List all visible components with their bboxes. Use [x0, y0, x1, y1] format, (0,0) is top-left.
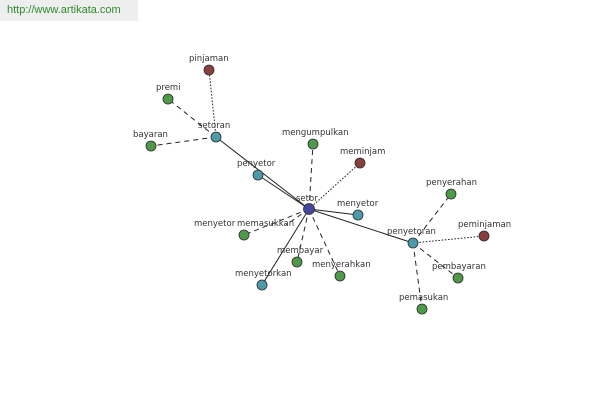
edge-setor-membayar	[296, 208, 310, 263]
node-pemasukan[interactable]: pemasukan	[399, 293, 448, 315]
node-label-memasukkan: memasukkan	[237, 219, 294, 229]
node-label-meminjam: meminjam	[340, 147, 385, 157]
node-pembayaran[interactable]: pembayaran	[432, 262, 486, 284]
node-marker-premi[interactable]	[162, 93, 174, 105]
edge-penyetoran-penyerahan	[412, 193, 452, 244]
edge-setoran-premi	[167, 98, 217, 138]
node-membayar[interactable]: membayar	[277, 246, 324, 268]
node-setor[interactable]: setor	[296, 194, 318, 215]
edge-setor-mengumpulkan	[308, 143, 314, 210]
node-marker-pemasukan[interactable]	[416, 303, 428, 315]
node-menyetor-hub[interactable]: menyetor	[337, 199, 379, 221]
node-marker-pinjaman[interactable]	[203, 64, 215, 76]
node-label-membayar: membayar	[277, 246, 324, 256]
edge-setor-menyetorkan	[261, 208, 310, 286]
node-label-setor: setor	[296, 194, 318, 204]
node-label-penyetor: penyetor	[237, 159, 276, 169]
node-marker-menyerahkan[interactable]	[334, 270, 346, 282]
node-marker-peminjaman[interactable]	[478, 230, 490, 242]
node-marker-setor[interactable]	[303, 203, 315, 215]
edge-penyetoran-pemasukan	[412, 242, 423, 310]
node-memasukkan[interactable]: memasukkan	[237, 219, 294, 229]
node-menyetor-leaf[interactable]: menyetor	[194, 219, 250, 241]
node-marker-meminjam[interactable]	[354, 157, 366, 169]
edge-setor-menyerahkan	[308, 208, 341, 277]
node-marker-setoran[interactable]	[210, 131, 222, 143]
node-marker-penyerahan[interactable]	[445, 188, 457, 200]
node-marker-membayar[interactable]	[291, 256, 303, 268]
edge-setor-menyetor-leaf	[243, 208, 310, 236]
node-setoran[interactable]: setoran	[198, 121, 230, 143]
node-penyerahan[interactable]: penyerahan	[426, 178, 477, 200]
node-marker-penyetor[interactable]	[252, 169, 264, 181]
node-label-premi: premi	[156, 83, 181, 93]
node-menyetorkan[interactable]: menyetorkan	[235, 269, 292, 291]
node-marker-penyetoran[interactable]	[407, 237, 419, 249]
node-premi[interactable]: premi	[156, 83, 181, 105]
node-mengumpulkan[interactable]: mengumpulkan	[282, 128, 348, 150]
edge-penyetoran-peminjaman	[412, 235, 485, 244]
node-pinjaman[interactable]: pinjaman	[189, 54, 229, 76]
nodes-layer: setor setoran penyetor menyetor penyetoran me…	[133, 54, 511, 315]
node-label-menyetorkan: menyetorkan	[235, 269, 292, 279]
node-label-menyetor-hub: menyetor	[337, 199, 379, 209]
node-penyetor[interactable]: penyetor	[237, 159, 276, 181]
node-marker-menyetorkan[interactable]	[256, 279, 268, 291]
node-bayaran[interactable]: bayaran	[133, 130, 168, 152]
node-label-penyetoran: penyetoran	[387, 227, 436, 237]
node-label-pembayaran: pembayaran	[432, 262, 486, 272]
edge-setor-menyetor-hub	[308, 208, 359, 216]
node-label-setoran: setoran	[198, 121, 230, 131]
node-penyetoran[interactable]: penyetoran	[387, 227, 436, 249]
edge-setor-penyetor	[257, 174, 310, 210]
node-label-menyetor-leaf: menyetor	[194, 219, 236, 229]
node-label-penyerahan: penyerahan	[426, 178, 477, 188]
node-label-pemasukan: pemasukan	[399, 293, 448, 303]
edge-setoran-bayaran	[150, 136, 217, 147]
site-url-banner[interactable]: http://www.artikata.com	[0, 0, 138, 21]
node-peminjaman[interactable]: peminjaman	[458, 220, 511, 242]
node-meminjam[interactable]: meminjam	[340, 147, 385, 169]
node-marker-bayaran[interactable]	[145, 140, 157, 152]
node-label-bayaran: bayaran	[133, 130, 168, 140]
edge-penyetoran-pembayaran	[412, 242, 459, 279]
node-label-menyerahkan: menyerahkan	[312, 260, 371, 270]
node-label-pinjaman: pinjaman	[189, 54, 229, 64]
node-menyerahkan[interactable]: menyerahkan	[312, 260, 371, 282]
edge-setor-penyetoran	[308, 208, 414, 244]
node-marker-pembayaran[interactable]	[452, 272, 464, 284]
edges-layer	[150, 69, 485, 310]
node-label-mengumpulkan: mengumpulkan	[282, 128, 348, 138]
node-marker-menyetor-leaf[interactable]	[238, 229, 250, 241]
node-marker-menyetor-hub[interactable]	[352, 209, 364, 221]
node-label-peminjaman: peminjaman	[458, 220, 511, 230]
node-marker-mengumpulkan[interactable]	[307, 138, 319, 150]
